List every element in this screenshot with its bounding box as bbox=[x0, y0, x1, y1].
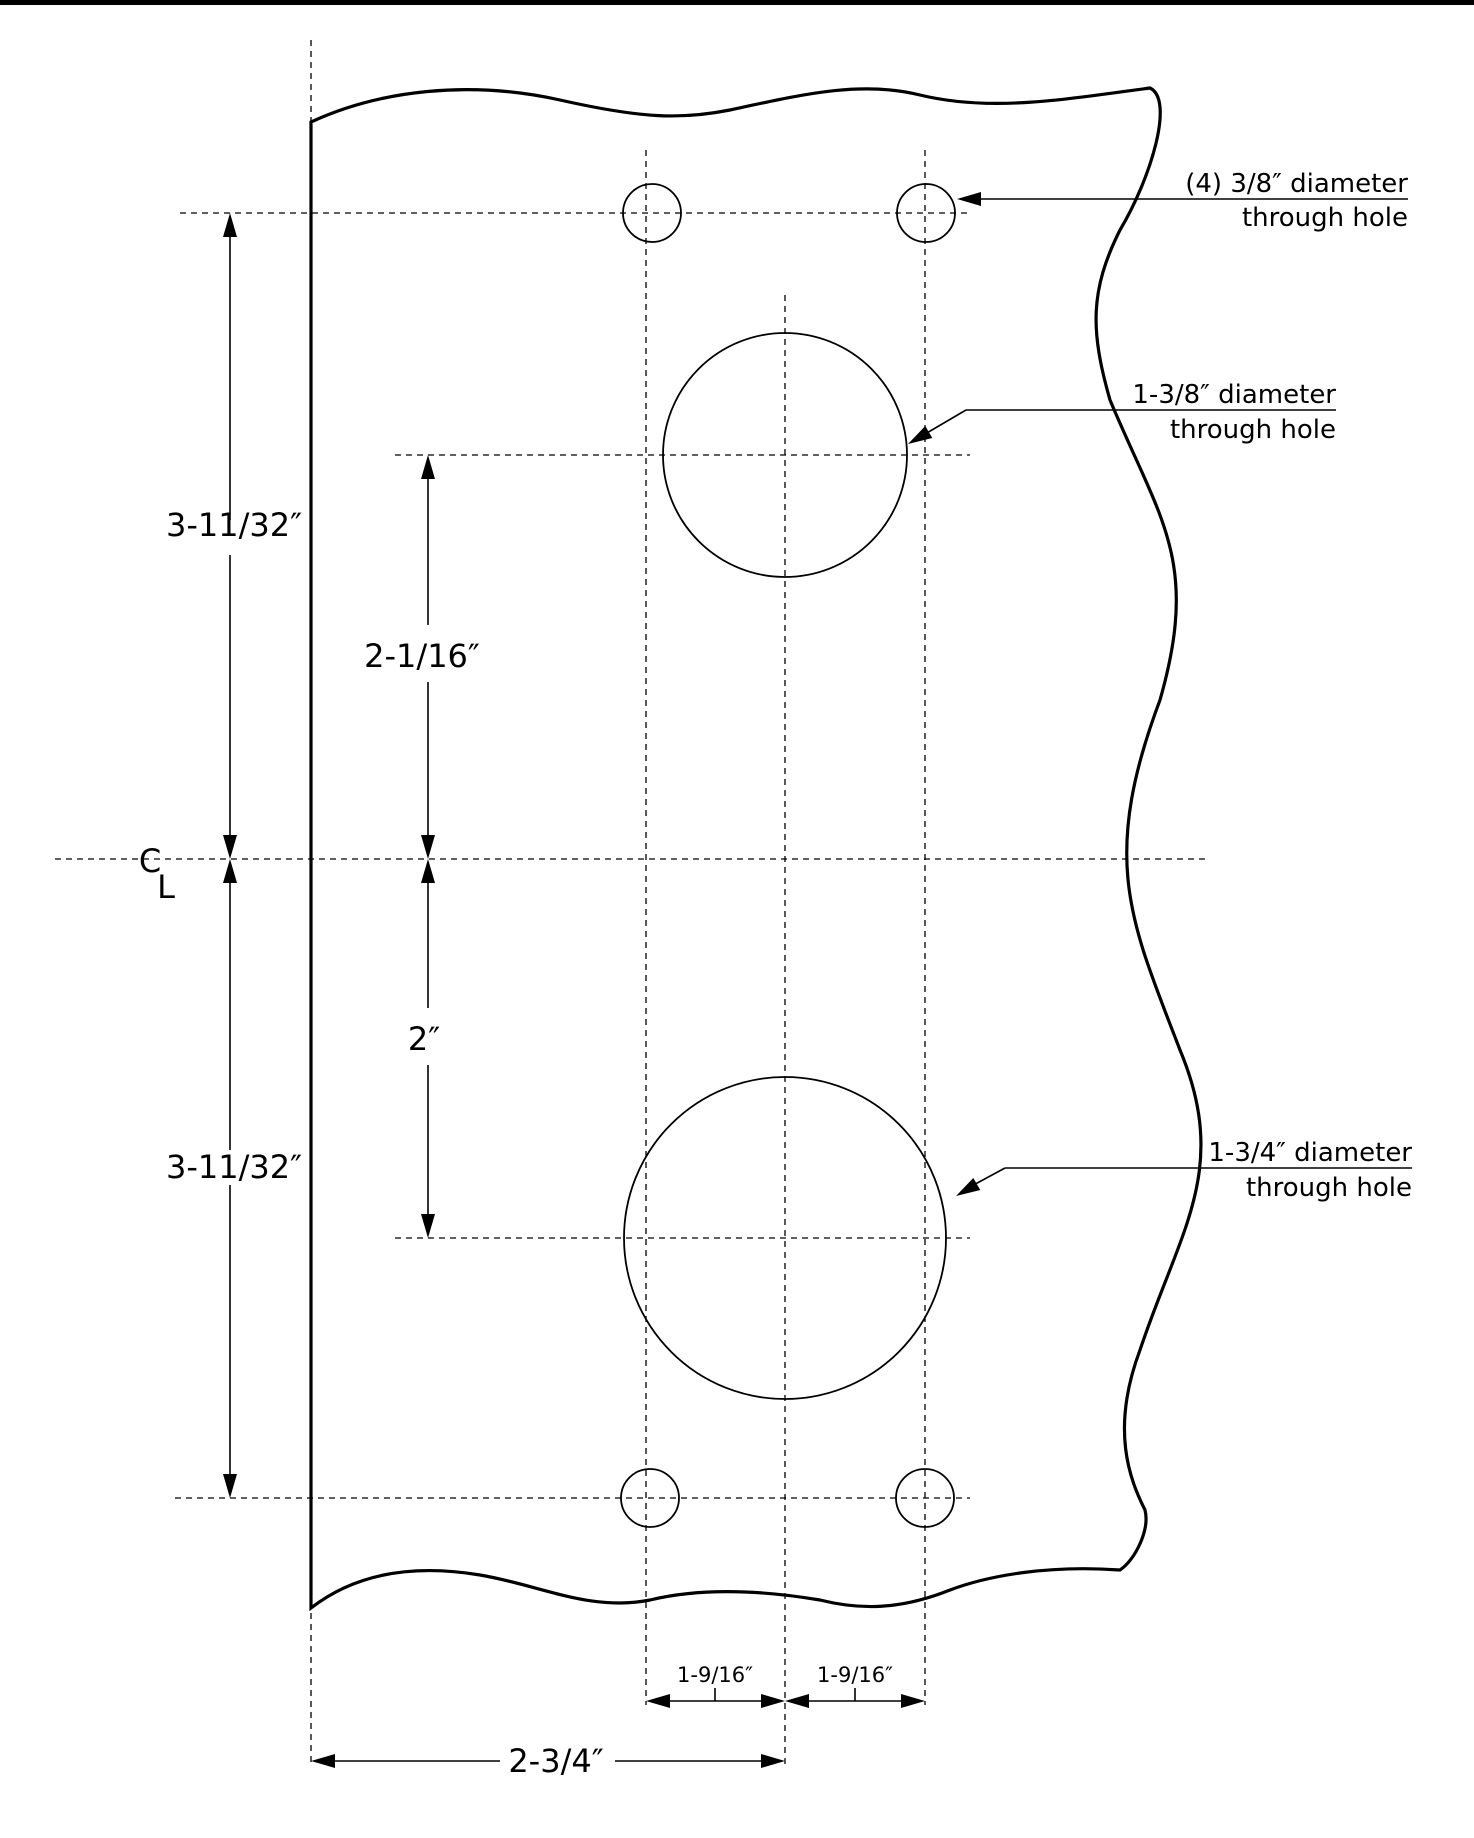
dim-lower-inner-label: 2″ bbox=[408, 1020, 440, 1058]
lower-large-hole bbox=[623, 1076, 947, 1400]
top-rule bbox=[0, 0, 1474, 5]
callout-upper-hole-line2: through hole bbox=[1170, 415, 1336, 445]
callout-lower-hole-line2: through hole bbox=[1246, 1173, 1412, 1203]
dim-hole-offset-right-label: 1-9/16″ bbox=[817, 1663, 893, 1687]
dim-hole-offset-right bbox=[785, 1688, 925, 1708]
dim-upper-outer-label: 3-11/32″ bbox=[166, 506, 302, 544]
reference-lines bbox=[55, 40, 1210, 1765]
callout-upper-hole-leader bbox=[904, 409, 1336, 451]
dim-upper-outer bbox=[223, 213, 237, 859]
callout-upper-hole-line1: 1-3/8″ diameter bbox=[1132, 380, 1336, 410]
dim-hole-offset-left-label: 1-9/16″ bbox=[677, 1663, 753, 1687]
dim-upper-inner-label: 2-1/16″ bbox=[364, 637, 480, 675]
callout-small-holes-leader bbox=[957, 192, 1408, 206]
small-hole-top-left bbox=[622, 183, 682, 243]
dim-hole-offset-left bbox=[646, 1688, 785, 1708]
dim-lower-outer-label: 3-11/32″ bbox=[166, 1148, 302, 1186]
upper-large-hole bbox=[662, 332, 908, 578]
dim-edge-to-center-label: 2-3/4″ bbox=[508, 1742, 603, 1780]
small-hole-top-right bbox=[896, 183, 956, 243]
callout-small-holes-line2: through hole bbox=[1242, 203, 1408, 233]
small-hole-bottom-right bbox=[895, 1468, 955, 1528]
dim-lower-inner bbox=[421, 859, 435, 1238]
dim-edge-to-center bbox=[311, 1754, 785, 1768]
centerline-symbol-bottom: L bbox=[157, 868, 175, 906]
callout-small-holes-line1: (4) 3/8″ diameter bbox=[1185, 169, 1408, 199]
plate-outline bbox=[309, 86, 1203, 1612]
centerline-symbol-top: C bbox=[139, 842, 161, 880]
small-hole-bottom-left bbox=[620, 1468, 680, 1528]
callout-lower-hole-line1: 1-3/4″ diameter bbox=[1208, 1138, 1412, 1168]
dim-lower-outer bbox=[223, 859, 237, 1498]
callout-lower-hole-leader bbox=[952, 1167, 1412, 1203]
dim-upper-inner bbox=[421, 455, 435, 859]
